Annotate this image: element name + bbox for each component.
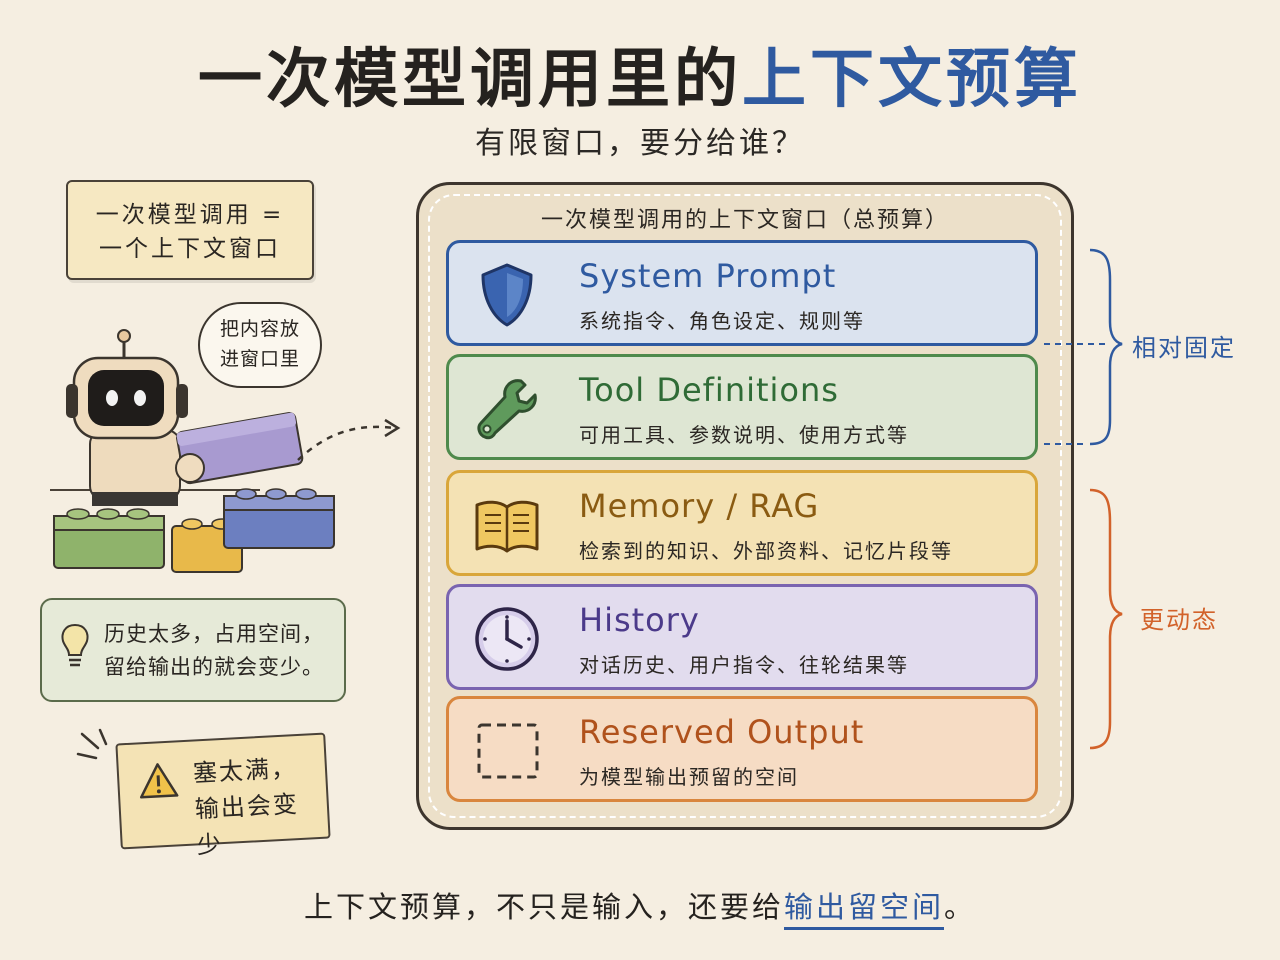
block-memory-rag: Memory / RAG 检索到的知识、外部资料、记忆片段等 (446, 470, 1038, 576)
bracket-label-fixed: 相对固定 (1132, 334, 1236, 362)
block-desc: 检索到的知识、外部资料、记忆片段等 (579, 539, 953, 563)
bottom-caption: 上下文预算，不只是输入，还要给输出留空间。 (0, 884, 1280, 930)
lightbulb-icon (61, 623, 89, 667)
block-desc: 可用工具、参数说明、使用方式等 (579, 423, 909, 447)
tip-box: 历史太多，占用空间， 留给输出的就会变少。 (40, 598, 346, 702)
caption-prefix: 上下文预算，不只是输入，还要给 (303, 890, 784, 924)
tip-line2: 留给输出的就会变少。 (104, 655, 324, 679)
caption-suffix: 。 (944, 890, 977, 924)
block-desc: 系统指令、角色设定、规则等 (579, 309, 865, 333)
block-reserved-output: Reserved Output 为模型输出预留的空间 (446, 696, 1038, 802)
speech-bubble: 把内容放 进窗口里 (198, 302, 322, 388)
block-title: Memory / RAG (579, 487, 820, 525)
block-system-prompt: System Prompt 系统指令、角色设定、规则等 (446, 240, 1038, 346)
title-accent: 上下文预算 (742, 43, 1082, 117)
bracket-graphics (1044, 248, 1123, 750)
warning-icon (139, 763, 179, 799)
call-note-line2: 一个上下文窗口 (99, 236, 281, 262)
block-title: Reserved Output (579, 713, 865, 751)
warning-line2: 输出会变少 (194, 790, 300, 860)
shield-icon (481, 263, 533, 327)
dashed-square-icon (477, 723, 539, 779)
burst-lines (76, 728, 108, 760)
caption-highlight: 输出留空间 (783, 890, 944, 930)
block-title: Tool Definitions (579, 371, 839, 409)
block-history: History 对话历史、用户指令、往轮结果等 (446, 584, 1038, 690)
tip-line1: 历史太多，占用空间， (104, 622, 324, 646)
block-tool-definitions: Tool Definitions 可用工具、参数说明、使用方式等 (446, 354, 1038, 460)
bubble-line2: 进窗口里 (219, 348, 300, 370)
block-title: System Prompt (579, 257, 837, 295)
block-desc: 对话历史、用户指令、往轮结果等 (579, 653, 909, 677)
call-note: 一次模型调用 = 一个上下文窗口 (66, 180, 314, 280)
robot-illustration (50, 329, 401, 573)
book-icon (475, 500, 539, 553)
frame-title: 一次模型调用的上下文窗口（总预算） (540, 208, 949, 233)
bracket-label-dynamic: 更动态 (1140, 606, 1218, 634)
call-note-line1: 一次模型调用 = (95, 202, 285, 228)
title-main: 一次模型调用里的 (198, 43, 742, 117)
clock-icon (475, 607, 539, 671)
page-subtitle: 有限窗口，要分给谁？ (475, 126, 805, 161)
bubble-line1: 把内容放 (219, 318, 300, 340)
frame-stitching (428, 194, 1062, 818)
page-title: 一次模型调用里的上下文预算 (0, 28, 1280, 120)
block-desc: 为模型输出预留的空间 (579, 765, 799, 789)
wrench-icon (477, 379, 537, 440)
block-title: History (579, 601, 700, 639)
warning-note: 塞太满， 输出会变少 (115, 732, 331, 859)
